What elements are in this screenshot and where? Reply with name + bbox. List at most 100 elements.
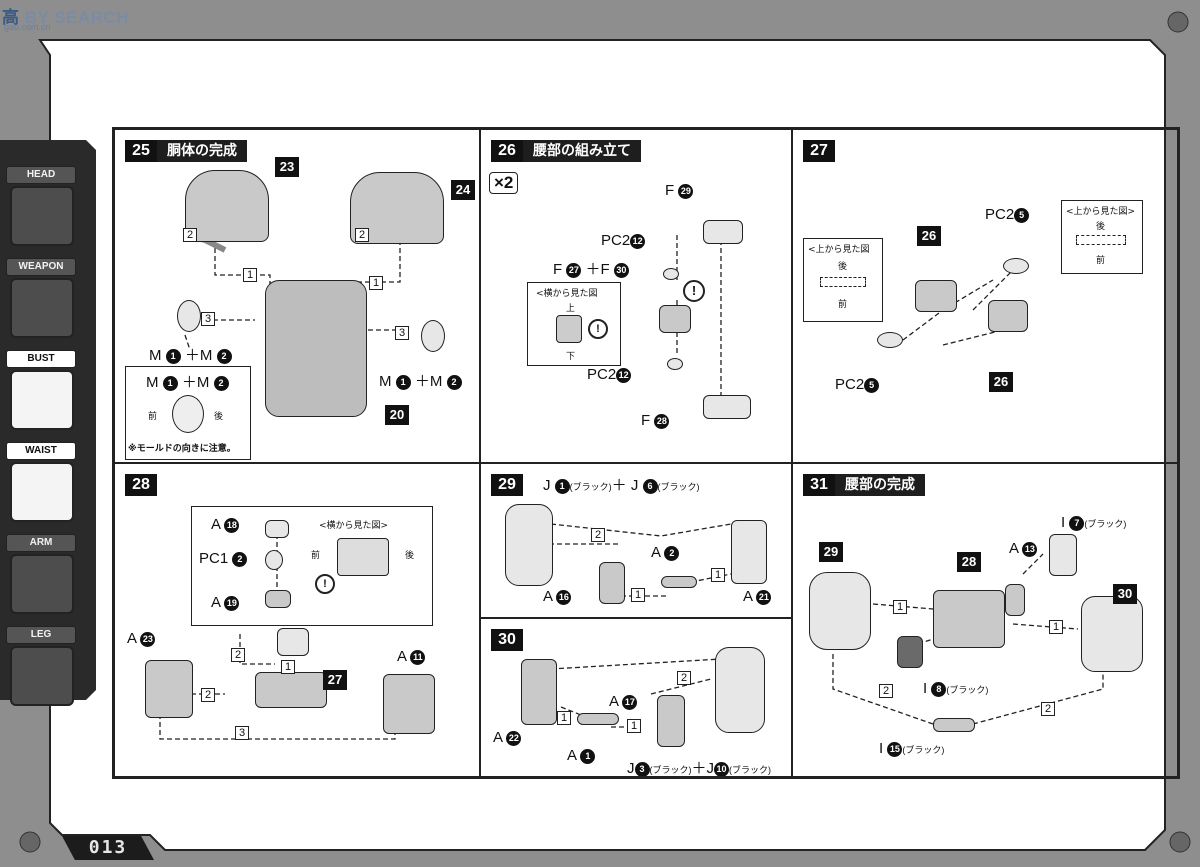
part-pc2 [663,268,679,280]
label-a2: A 2 [651,544,680,561]
page-number: 013 [62,836,154,860]
step-number: 27 [803,140,835,162]
part-a22 [521,659,557,725]
order-marker: 3 [235,726,250,740]
part-pc2-b [667,358,683,370]
part-f28 [703,395,751,419]
order-marker: 3 [201,312,216,326]
order-marker: 2 [591,528,606,542]
label-m1-m2-left: M 1 ＋M 2 [149,344,232,365]
order-marker: 2 [355,228,370,242]
order-marker: 2 [677,671,692,685]
part-23-shell [185,170,269,242]
part-number-20: 20 [385,405,409,425]
part-f29 [703,220,743,244]
step-number: 30 [491,629,523,651]
part-number-24: 24 [451,180,475,200]
step-number: 28 [125,474,157,496]
part-number-30: 30 [1113,584,1137,604]
part-28 [933,590,1005,648]
head-icon [10,186,74,246]
part-29 [809,572,871,650]
label-a13: A 13 [1009,540,1038,557]
arm-icon [10,554,74,614]
step-28: 28 A 18 PC1 2 A 19 A 23 A 11 27 <横から見た図>… [114,463,480,777]
order-marker: 1 [243,268,258,282]
label-i7: I 7(ブラック) [1061,514,1127,531]
part-pc2-top [1003,258,1029,274]
part-27 [255,672,327,708]
part-26-b [988,300,1028,332]
joint-right [421,320,445,352]
order-marker: 1 [557,711,572,725]
label-f28: F 28 [641,412,670,429]
label-a16: A 16 [543,588,572,605]
part-number-26: 26 [989,372,1013,392]
joint-icon [337,538,389,576]
part-a19 [265,590,291,608]
label-a19: A 19 [211,594,240,611]
label-j1-j6: J 1(ブラック)＋ J 6(ブラック) [543,477,700,494]
watermark: 高 BY SEARCH [2,8,130,27]
joint-left [177,300,201,332]
weapon-icon [10,278,74,338]
caution-icon: ! [315,574,335,594]
label-i8: I 8(ブラック) [923,680,989,697]
order-marker: 1 [281,660,296,674]
label-i15: I 15(ブラック) [879,740,945,757]
bust-icon [10,370,74,430]
side-view-inset: <横から見た図 上 ! 下 [527,282,621,366]
part-number-27: 27 [323,670,347,690]
order-marker: 1 [711,568,726,582]
label-f29: F 29 [665,182,694,199]
part-block [277,628,309,656]
part-j-shell [505,504,553,586]
part-a23 [145,660,193,718]
label-a18: A 18 [211,516,240,533]
joint-icon [556,315,582,343]
label-a23: A 23 [127,630,156,647]
part-a18 [265,520,289,538]
part-a21 [731,520,767,584]
part-f27-f30 [659,305,691,333]
part-number-29: 29 [819,542,843,562]
part-a16 [599,562,625,604]
step-title: 腰部の組み立て [523,140,641,162]
watermark-sub: gao.com.cn [4,22,51,32]
caution-icon: ! [683,280,705,302]
order-marker: 2 [183,228,198,242]
instruction-grid: 25 胴体の完成 23 24 20 2 2 1 1 3 3 M 1 ＋M 2 M… [112,127,1180,779]
part-a2 [661,576,697,588]
part-number-26: 26 [917,226,941,246]
step-number: 29 [491,474,523,496]
mold-icon [172,395,204,433]
order-marker: 1 [893,600,908,614]
order-marker: 1 [631,588,646,602]
top-view-inset-left: <上から見た図 後 前 [803,238,883,322]
step-29: 29 J 1(ブラック)＋ J 6(ブラック) A 2 A 16 A 21 2 … [480,463,792,618]
part-30 [1081,596,1143,672]
leg-icon [10,646,74,706]
label-pc1-2: PC1 2 [199,550,248,567]
order-marker: 2 [201,688,216,702]
part-a11 [383,674,435,734]
label-a1: A 1 [567,747,596,764]
part-j-shell [715,647,765,733]
label-m1-m2-right: M 1 ＋M 2 [379,370,462,391]
order-marker: 3 [395,326,410,340]
waist-icon [10,462,74,522]
step-title: 腰部の完成 [835,474,925,496]
top-view-inset-right: <上から見た図> 後 前 [1061,200,1143,274]
joint-icon [1076,235,1126,245]
part-20-body [265,280,367,417]
part-pc1 [265,550,283,570]
part-i15 [933,718,975,732]
label-a11: A 11 [397,648,426,665]
part-26-a [915,280,957,312]
